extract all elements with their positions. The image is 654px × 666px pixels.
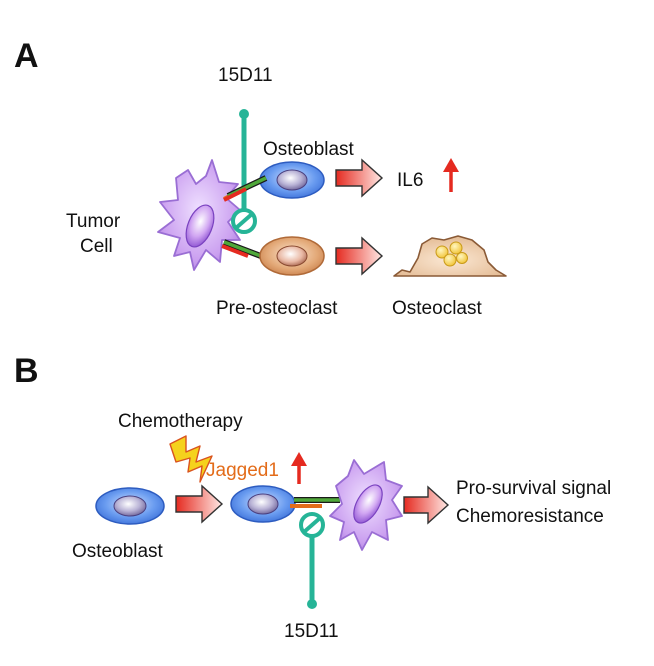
- panel-b-lightning-icon: [169, 435, 213, 483]
- panel-a-pre-osteoclast-label: Pre-osteoclast: [216, 298, 338, 319]
- panel-b-osteoblast-label: Osteoblast: [72, 541, 164, 562]
- panel-a-arrow-to-osteoclast: [335, 236, 384, 276]
- panel-a-tumor-label-line2: Cell: [80, 236, 113, 257]
- panel-a-il6-label: IL6: [397, 170, 423, 191]
- panel-a-osteoclast-label: Osteoclast: [392, 298, 482, 319]
- panel-a-antibody: [239, 109, 249, 214]
- panel-a-label: A: [14, 37, 39, 75]
- panel-a-tumor-label-line1: Tumor: [66, 211, 121, 232]
- panel-a-osteoclast-cell: [393, 235, 507, 277]
- panel-b-antibody-label: 15D11: [284, 621, 339, 642]
- panel-b-tumor-cell: [329, 459, 403, 551]
- panel-a-osteoblast-cell: [259, 161, 325, 199]
- panel-b-arrow-to-outcome: [403, 485, 450, 525]
- panel-b-jagged-receptor: [290, 497, 340, 508]
- panel-b-chemotherapy-label: Chemotherapy: [118, 411, 243, 432]
- panel-b-jagged1-up-arrow-icon: [291, 452, 307, 484]
- panel-a-arrow-to-il6: [335, 158, 384, 198]
- panel-b-label: B: [14, 352, 39, 390]
- panel-b-jagged1-label: Jagged1: [206, 460, 279, 481]
- panel-b-osteoblast-cell-left: [95, 487, 165, 525]
- panel-b-antibody: [307, 536, 317, 609]
- panel-a-jagged-receptor-lower: [221, 239, 268, 261]
- panel-a-tumor-cell: [157, 159, 241, 271]
- panel-a-osteoblast-label: Osteoblast: [263, 139, 355, 160]
- panel-b-arrow-to-activated-osteoblast: [175, 484, 224, 524]
- panel-b-osteoblast-cell-activated: [230, 485, 296, 523]
- panel-b-block-icon: [299, 512, 325, 538]
- panel-b-outcome-line2: Chemoresistance: [456, 506, 604, 527]
- panel-a-pre-osteoclast-cell: [259, 236, 325, 276]
- panel-a-block-icon: [231, 208, 257, 234]
- panel-a-antibody-label: 15D11: [218, 65, 273, 86]
- panel-a-jagged-receptor-upper: [223, 175, 268, 202]
- panel-a-il6-up-arrow-icon: [443, 158, 459, 192]
- panel-b-outcome-line1: Pro-survival signal: [456, 478, 611, 499]
